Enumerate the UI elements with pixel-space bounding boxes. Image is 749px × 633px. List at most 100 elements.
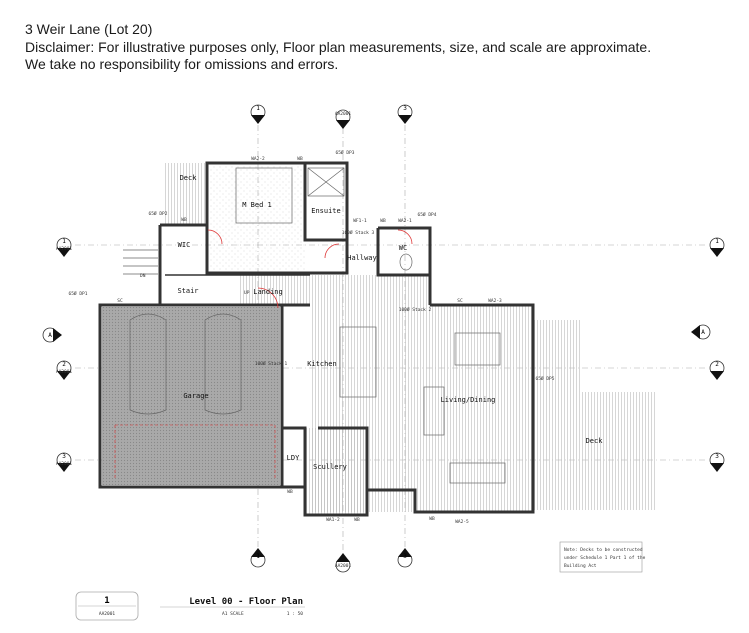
svg-text:1: 1 xyxy=(715,238,719,245)
svg-text:3: 3 xyxy=(715,453,719,460)
car-icon xyxy=(129,313,167,415)
svg-text:65Ø DP4: 65Ø DP4 xyxy=(418,211,437,218)
svg-text:SC: SC xyxy=(457,298,463,304)
room-label-garage: Garage xyxy=(183,392,208,400)
annotation-tags: WA2-2 WB 65Ø DP3 WB 65Ø DP2 WF1-1 WB WA2… xyxy=(69,149,555,525)
svg-text:DN: DN xyxy=(140,273,146,279)
room-label-ldy: LDY xyxy=(287,454,300,462)
scale-label: A1 SCALE xyxy=(222,611,244,617)
svg-text:AA2001: AA2001 xyxy=(56,246,73,252)
disclaimer-text: Disclaimer: For illustrative purposes on… xyxy=(25,38,652,55)
floor-fills xyxy=(102,163,655,515)
grid-marker-col-1-bottom: 1 xyxy=(250,548,266,568)
svg-text:65Ø DP3: 65Ø DP3 xyxy=(336,149,355,156)
grid-marker-row-1-right: 1 xyxy=(709,237,725,257)
furniture xyxy=(114,167,506,484)
bed-icon xyxy=(235,167,293,224)
room-label-hallway: Hallway xyxy=(347,254,377,262)
svg-text:WF1-1: WF1-1 xyxy=(353,218,367,224)
room-label-ensuite: Ensuite xyxy=(311,207,341,215)
listing-header: 3 Weir Lane (Lot 20) Disclaimer: For ill… xyxy=(25,21,740,74)
garage-door-swing xyxy=(114,424,276,480)
svg-text:3: 3 xyxy=(403,553,407,560)
svg-text:Note: Decks to be constructed: Note: Decks to be constructed xyxy=(564,547,643,553)
sofa-icon-2 xyxy=(449,462,506,484)
svg-text:WA2-3: WA2-3 xyxy=(488,298,502,304)
svg-text:SC: SC xyxy=(117,298,123,304)
svg-text:under Schedule 1 Part 1 of the: under Schedule 1 Part 1 of the xyxy=(564,555,646,561)
svg-text:2: 2 xyxy=(715,361,719,368)
svg-text:1: 1 xyxy=(256,553,260,560)
deck-note: Note: Decks to be constructed under Sche… xyxy=(559,541,646,573)
svg-text:A: A xyxy=(48,332,52,339)
svg-text:1: 1 xyxy=(256,105,260,112)
svg-text:65Ø DP2: 65Ø DP2 xyxy=(149,210,168,217)
svg-text:WB: WB xyxy=(181,217,187,223)
grid-marker-col-2-bottom: AA2001 xyxy=(335,553,352,573)
room-label-landing: Landing xyxy=(253,288,283,296)
disclaimer-text-2: We take no responsibility for omissions … xyxy=(25,56,339,72)
room-label-wc: WC xyxy=(399,244,407,252)
room-label-scullery: Scullery xyxy=(313,463,347,471)
grid-marker-col-2-top: AA2001 xyxy=(335,109,352,129)
svg-text:UP: UP xyxy=(244,290,250,296)
room-label-deck: Deck xyxy=(586,437,604,445)
scale-value: 1 : 50 xyxy=(287,611,304,617)
drawing-title: Level 00 - Floor Plan xyxy=(189,597,303,607)
grid-marker-col-3-top: 3 xyxy=(397,104,413,124)
svg-text:Building Act: Building Act xyxy=(564,563,597,569)
walls xyxy=(98,161,535,517)
svg-text:A: A xyxy=(701,329,705,336)
view-number: 1 xyxy=(104,596,109,606)
grid-marker-a-left: A xyxy=(42,327,62,343)
room-label-deck-upper: Deck xyxy=(180,174,198,182)
dining-table-icon xyxy=(454,332,501,366)
svg-text:WB: WB xyxy=(429,516,435,522)
svg-text:100Ø Stack 3: 100Ø Stack 3 xyxy=(342,229,375,236)
room-labels: M Bed 1 Ensuite WIC WC Hallway Stair Lan… xyxy=(177,174,603,471)
sofa-icon xyxy=(423,386,445,436)
svg-text:100Ø Stack 2: 100Ø Stack 2 xyxy=(399,306,432,313)
svg-text:AA2001: AA2001 xyxy=(335,563,352,569)
room-label-living: Living/Dining xyxy=(441,396,496,404)
svg-text:65Ø DP5: 65Ø DP5 xyxy=(536,375,555,382)
svg-text:1: 1 xyxy=(62,238,66,245)
toilet-icon xyxy=(399,253,413,271)
grid-marker-row-2-right: 2 xyxy=(709,360,725,380)
svg-text:AA2001: AA2001 xyxy=(56,369,73,375)
svg-text:3: 3 xyxy=(62,453,66,460)
svg-text:WA2-1: WA2-1 xyxy=(398,218,412,224)
shower-icon xyxy=(307,167,345,197)
room-label-kitchen: Kitchen xyxy=(307,360,337,368)
svg-text:WA2-5: WA2-5 xyxy=(455,519,469,525)
grid-marker-a-right: A xyxy=(691,324,711,340)
grid-marker-col-3-bottom: 3 xyxy=(397,548,413,568)
room-label-bed: M Bed 1 xyxy=(242,201,272,209)
svg-text:AA2001: AA2001 xyxy=(56,461,73,467)
svg-text:WB: WB xyxy=(297,156,303,162)
svg-text:AA2001: AA2001 xyxy=(335,111,352,117)
kitchen-island-icon xyxy=(339,326,377,398)
svg-text:WB: WB xyxy=(380,218,386,224)
svg-text:WA1-2: WA1-2 xyxy=(326,517,340,523)
grid-marker-col-1-top: 1 xyxy=(250,104,266,124)
sheet-number: AA2001 xyxy=(99,611,116,617)
room-label-stair: Stair xyxy=(177,287,198,295)
address-title: 3 Weir Lane (Lot 20) xyxy=(25,21,153,37)
car-icon-2 xyxy=(204,313,242,415)
grid-marker-row-3-right: 3 xyxy=(709,452,725,472)
room-label-wic: WIC xyxy=(178,241,191,249)
svg-text:65Ø DP1: 65Ø DP1 xyxy=(69,290,88,297)
svg-text:WA2-2: WA2-2 xyxy=(251,156,265,162)
svg-text:100Ø Stack 1: 100Ø Stack 1 xyxy=(255,360,288,367)
svg-text:WB: WB xyxy=(354,517,360,523)
title-block: 1 AA2001 Level 00 - Floor Plan A1 SCALE … xyxy=(75,591,305,621)
svg-text:WB: WB xyxy=(287,489,293,495)
svg-text:3: 3 xyxy=(403,105,407,112)
svg-text:2: 2 xyxy=(62,361,66,368)
